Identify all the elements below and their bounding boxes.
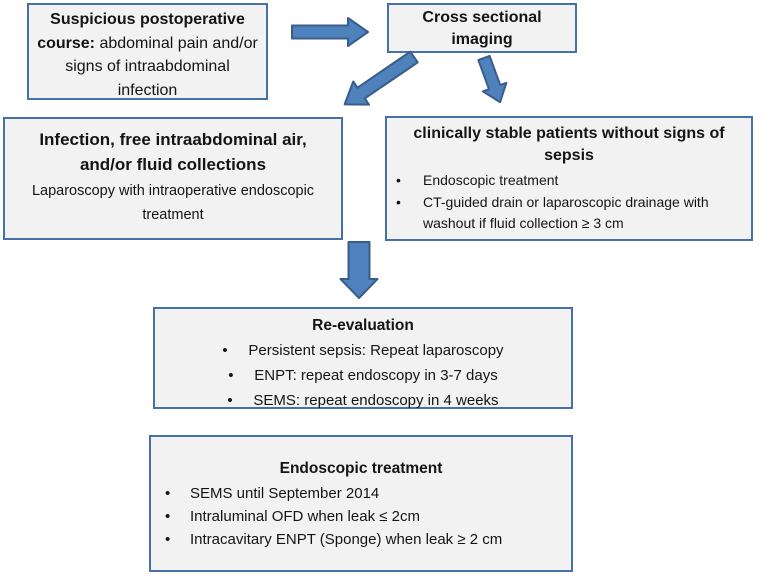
bullet-marker-icon: • (165, 531, 171, 548)
box-suspicious-course: Suspicious postoperative course: abdomin… (27, 3, 268, 100)
bullet-item: • Intraluminal OFD when leak ≤ 2cm (151, 505, 571, 528)
bullet-marker-icon: • (165, 485, 171, 502)
bullet-marker-icon: • (228, 367, 234, 384)
bullet-item: • Endoscopic treatment (387, 170, 751, 192)
box-re-evaluation-title: Re-evaluation (312, 317, 414, 334)
bullet-marker-icon: • (396, 193, 401, 210)
bullet-item: • CT-guided drain or laparoscopic draina… (387, 192, 751, 235)
box-suspicious-course-title: Suspicious postoperative course: (37, 11, 245, 52)
bullet-text: ENPT: repeat endoscopy in 3-7 days (254, 367, 498, 384)
box-infection-laparoscopy: Infection, free intraabdominal air, and/… (3, 117, 343, 240)
bullet-text: Persistent sepsis: Repeat laparoscopy (248, 342, 504, 359)
bullet-text: Endoscopic treatment (423, 172, 559, 188)
box-suspicious-course-body: abdominal pain and/or signs of intraabdo… (65, 34, 258, 99)
box-stable-patients-bullets: • Endoscopic treatment • CT-guided drain… (387, 170, 751, 235)
bullet-text: CT-guided drain or laparoscopic drainage… (423, 193, 709, 232)
bullet-text: SEMS: repeat endoscopy in 4 weeks (253, 392, 499, 409)
bullet-text: Intracavitary ENPT (Sponge) when leak ≥ … (190, 531, 503, 548)
bullet-item: • Persistent sepsis: Repeat laparoscopy (155, 338, 571, 363)
box-cross-sectional-imaging-title: Cross sectional imaging (422, 9, 542, 48)
bullet-marker-icon: • (396, 172, 401, 188)
bullet-marker-icon: • (227, 392, 233, 409)
arrow-right-icon (291, 17, 369, 47)
bullet-item: • SEMS: repeat endoscopy in 4 weeks (155, 388, 571, 413)
bullet-text: Intraluminal OFD when leak ≤ 2cm (190, 508, 420, 525)
box-re-evaluation: Re-evaluation • Persistent sepsis: Repea… (153, 307, 573, 409)
bullet-marker-icon: • (165, 508, 171, 525)
bullet-item: • Intracavitary ENPT (Sponge) when leak … (151, 528, 571, 551)
arrow-down-icon (477, 54, 508, 104)
bullet-item: • ENPT: repeat endoscopy in 3-7 days (155, 363, 571, 388)
arrow-down-left-icon (343, 50, 419, 106)
arrow-down-thick-icon (339, 241, 379, 299)
bullet-text: SEMS until September 2014 (190, 485, 380, 502)
box-endoscopic-treatment-bullets: • SEMS until September 2014 • Intralumin… (151, 482, 571, 551)
box-stable-patients: clinically stable patients without signs… (385, 116, 753, 241)
box-infection-body: Laparoscopy with intraoperative endoscop… (31, 183, 315, 223)
box-stable-patients-title: clinically stable patients without signs… (413, 125, 725, 164)
box-re-evaluation-bullets: • Persistent sepsis: Repeat laparoscopy … (155, 338, 571, 413)
bullet-item: • SEMS until September 2014 (151, 482, 571, 505)
box-cross-sectional-imaging: Cross sectional imaging (387, 3, 577, 53)
box-infection-title: Infection, free intraabdominal air, and/… (39, 130, 307, 174)
box-endoscopic-treatment-title: Endoscopic treatment (279, 460, 443, 477)
box-endoscopic-treatment: Endoscopic treatment • SEMS until Septem… (149, 435, 573, 572)
bullet-marker-icon: • (222, 342, 228, 359)
